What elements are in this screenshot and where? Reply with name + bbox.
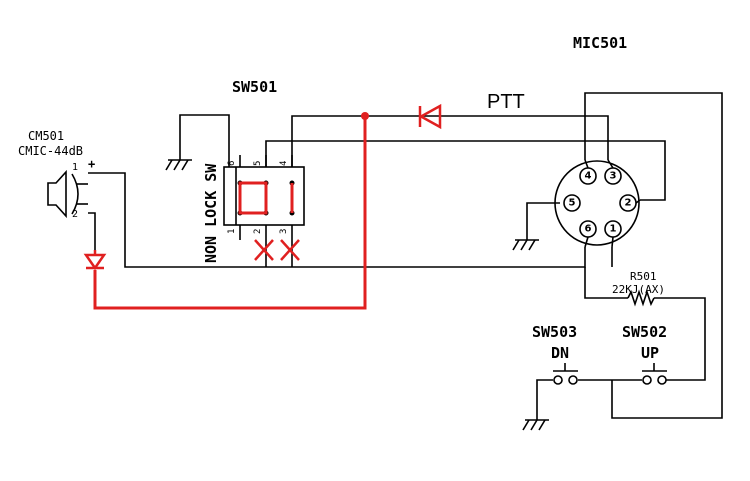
wire-cm-pin2: [88, 212, 96, 250]
label-cm-pin2: 2: [72, 209, 78, 220]
mic501-pin-2-label: 2: [625, 198, 632, 209]
wire-sw-pin4: [291, 115, 609, 167]
wire-mic-outer-loop: [584, 92, 723, 419]
sw501-pin-6-label: 6: [227, 161, 237, 166]
mic501-pin-5: [563, 194, 581, 212]
red-diode-cm-icon: [83, 253, 107, 271]
cm501-capsule-icon: [47, 169, 67, 219]
mic501-connector-icon: [554, 160, 640, 246]
ground-hatch: [522, 419, 530, 431]
sw501-body: [223, 166, 305, 226]
wire-mic-pin2-stub: [635, 199, 641, 204]
wire-sw-ground: [179, 114, 230, 167]
label-r501: R501: [630, 270, 657, 283]
cm501-diaphragm: [71, 173, 79, 215]
label-r501-value: 22KJ(AX): [612, 283, 665, 296]
wire-mic-pin6-stub: [584, 236, 589, 248]
mic501-pin-5-label: 5: [569, 198, 576, 209]
sw501-pin-2-label: 2: [253, 229, 263, 234]
label-cm-type: CMIC-44dB: [18, 144, 83, 158]
mic501-pin-6-label: 6: [585, 224, 592, 235]
ground-hatch: [538, 419, 546, 431]
wire-resistor-right: [654, 297, 706, 381]
mic501-pin-1-label: 1: [610, 224, 617, 235]
sw501-pin-4-label: 4: [279, 161, 289, 166]
wire-mic-pin5: [526, 202, 560, 240]
label-sw501: SW501: [232, 78, 277, 96]
sw501-pin-3-label: 3: [279, 229, 289, 234]
ground-hatch: [520, 239, 528, 251]
red-wire-return: [93, 116, 367, 310]
ground-hatch: [528, 239, 536, 251]
wire-resistor-left: [584, 267, 628, 299]
label-cm-pin1: 1: [72, 162, 78, 173]
mic501-pin-4-label: 4: [585, 171, 592, 182]
red-junction-dot: [361, 112, 369, 120]
label-sw503: SW503: [532, 323, 577, 341]
red-jumper-box: [238, 181, 268, 215]
wire-sw-pin5: [265, 140, 666, 201]
label-sw502: SW502: [622, 323, 667, 341]
ground-hatch: [181, 159, 189, 171]
ground-hatch: [173, 159, 181, 171]
label-cm-plus: +: [88, 157, 95, 171]
red-cut-x1b: [254, 239, 274, 261]
sw502-contact-left: [642, 375, 652, 385]
sw501-pin-5-label: 5: [253, 161, 263, 166]
red-diode-ptt-icon: [418, 103, 442, 130]
label-non-lock-sw: NON LOCK SW: [202, 163, 220, 263]
label-dn: DN: [551, 344, 569, 362]
wire-mic-pin3-stub: [607, 159, 614, 169]
ground-hatch: [530, 419, 538, 431]
sw503-contact-right: [568, 375, 578, 385]
ground-hatch: [165, 159, 173, 171]
resistor-r501: [627, 289, 655, 307]
wire-sw503-left: [536, 379, 553, 420]
label-mic501: MIC501: [573, 34, 627, 52]
label-ptt: PTT: [487, 91, 525, 113]
label-cm501: CM501: [28, 129, 64, 143]
ground-hatch: [512, 239, 520, 251]
mic501-pin-3-label: 3: [610, 171, 617, 182]
sw502-contact-right: [657, 375, 667, 385]
wire-cm-pin1: [88, 172, 586, 268]
wire-mic-pin4-stub: [584, 159, 589, 169]
red-cut-x2b: [280, 239, 300, 261]
label-up: UP: [641, 344, 659, 362]
wire-mic-pin1-stub: [611, 236, 614, 248]
sw503-contact-left: [553, 375, 563, 385]
sw501-pin-1-label: 1: [227, 229, 237, 234]
